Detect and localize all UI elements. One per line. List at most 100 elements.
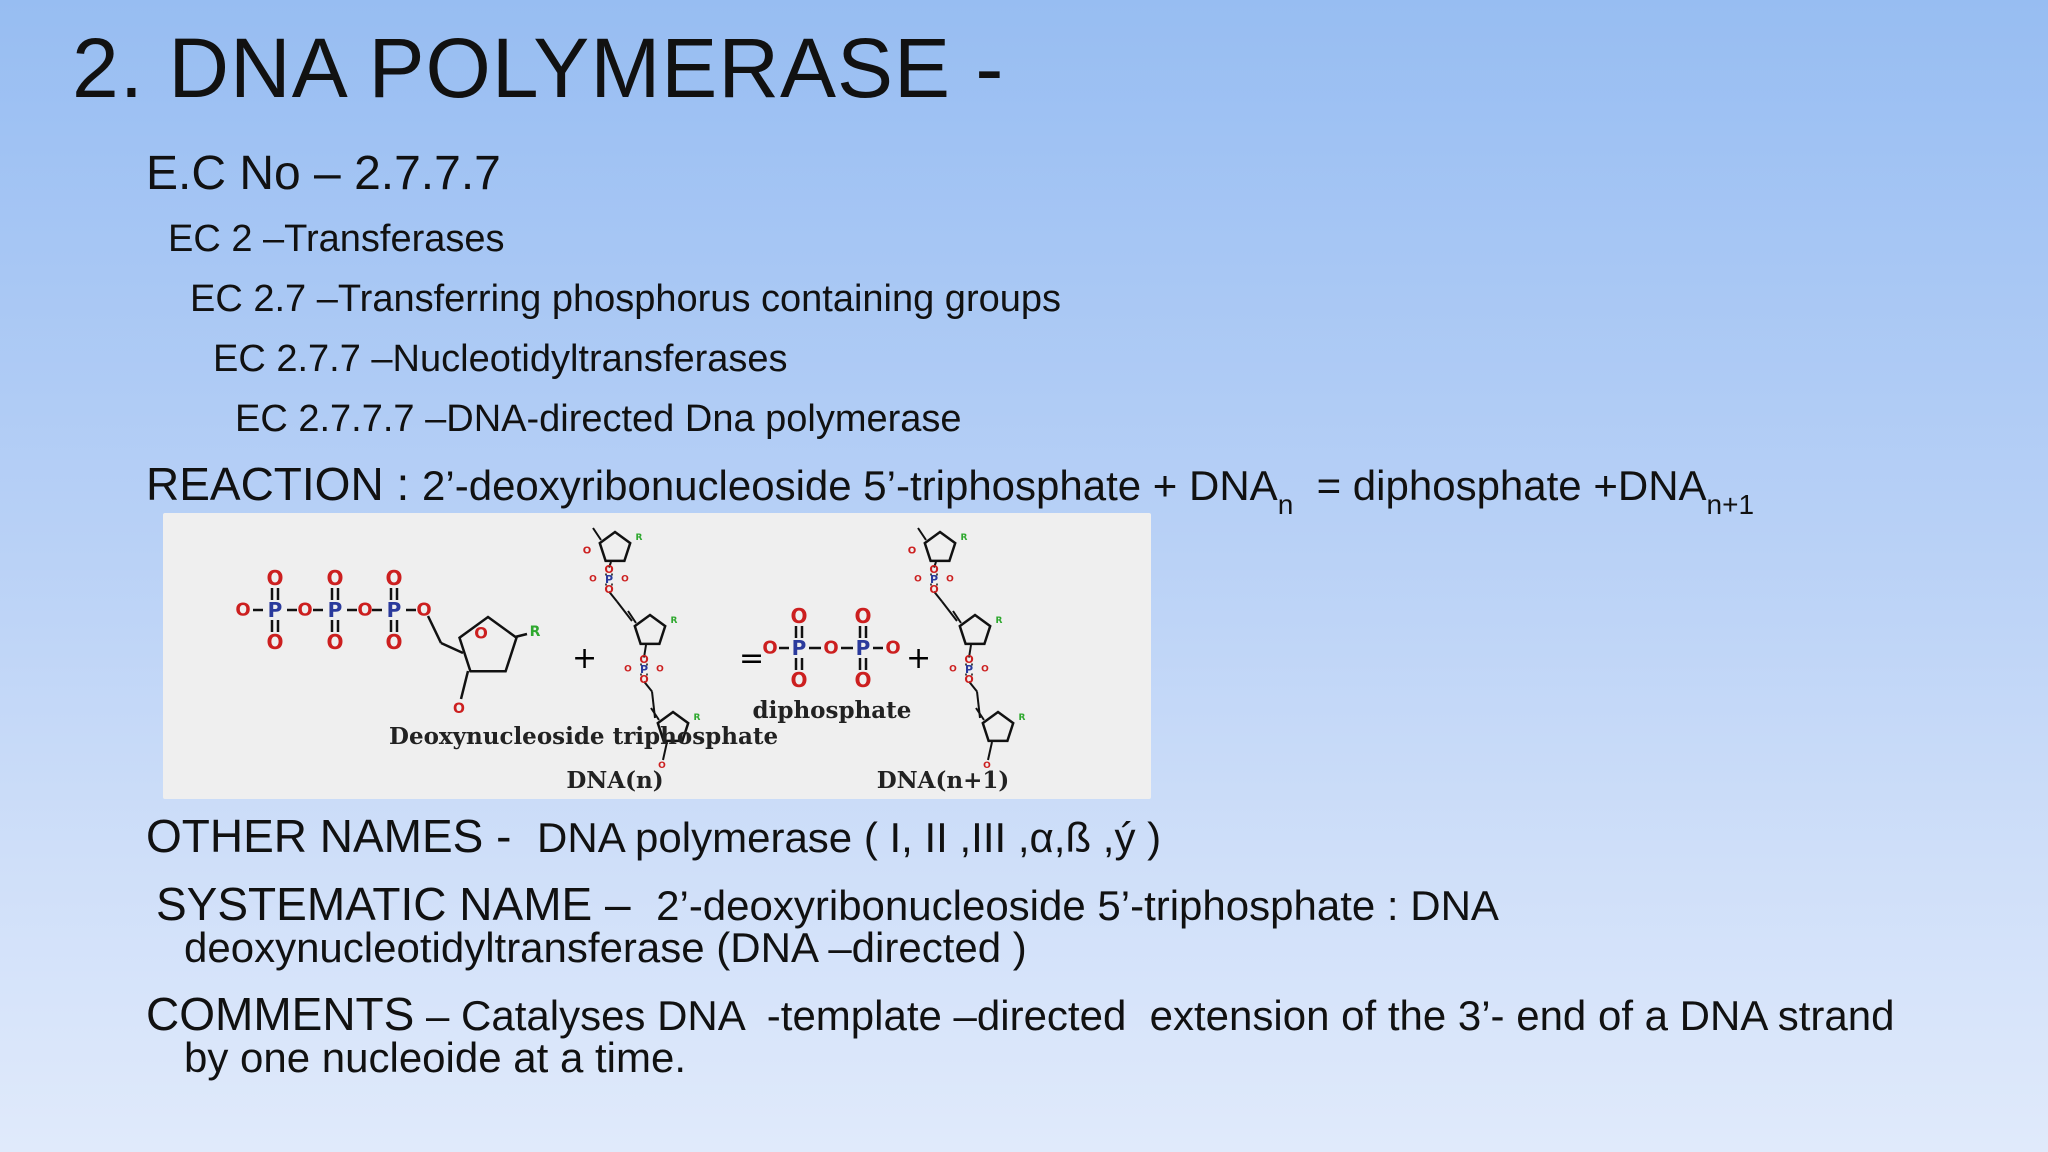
sugar-ring [981,710,1015,743]
oxygen-atom: O [266,566,283,590]
bond-line [616,600,633,622]
bond-line [426,615,443,644]
sugar-ring [958,613,992,646]
ec-class-2: EC 2 –Transferases [168,218,505,260]
sugar-ring [598,530,632,563]
oxygen-atom: O [604,563,613,576]
dna-n1-label: DNA(n+1) [877,767,1010,794]
base-atom: R [530,624,541,640]
comments-line: COMMENTS – Catalyses DNA -template –dire… [146,988,1894,1041]
oxygen-atom: O [639,653,648,666]
bond-line [650,707,660,721]
base-atom: R [694,713,701,723]
oxygen-atom: O [326,566,343,590]
oxygen-atom: O [854,604,871,628]
base-atom: R [996,616,1003,626]
ec-class-2-7: EC 2.7 –Transferring phosphorus containi… [190,278,1061,320]
oxygen-atom: O [357,600,372,621]
bond-line [941,600,958,622]
bond-line [933,561,937,568]
plus-operator-1: + [572,641,597,676]
oxygen-atom: O [964,653,973,666]
substrate-label: Deoxynucleoside triphosphate [389,723,778,750]
base-atom: R [671,616,678,626]
systematic-name-value-1: 2’-deoxyribonucleoside 5’-triphosphate :… [656,882,1499,929]
oxygen-atom: O [885,638,900,659]
ec-class-2-7-7-7: EC 2.7.7.7 –DNA-directed Dna polymerase [235,398,962,440]
oxygen-atom: O [385,630,402,654]
reaction-line: REACTION : 2’-deoxyribonucleoside 5’-tri… [146,458,1754,520]
ec-class-2-7-7: EC 2.7.7 –Nucleotidyltransferases [213,338,788,380]
phosphorus-atom: P [387,598,402,622]
oxygen-atom: O [326,630,343,654]
reaction-label: REACTION : [146,458,423,510]
phosphorus-atom: P [792,636,807,660]
bond-line [643,680,653,693]
oxygen-atom: O [790,604,807,628]
reaction-subscript-n: n [1277,489,1294,520]
bond-line [987,741,993,761]
diphosphate-label: diphosphate [753,697,912,724]
other-names-value: DNA polymerase ( I, II ,III ,α,ß ,ý ) [537,814,1162,861]
oxygen-atom: O [823,638,838,659]
sugar-ring [656,710,690,743]
bond-line [933,590,943,603]
oxygen-atom: O [266,630,283,654]
reaction-text-part1: 2’-deoxyribonucleoside 5’-triphosphate +… [422,462,1278,509]
reaction-text-part2: = diphosphate +DNA [1293,462,1707,509]
oxygen-atom: O [949,665,957,675]
bond-line [608,590,618,603]
phosphorus-atom: P [328,598,343,622]
bond-line [968,644,972,658]
phosphorus-atom: P [930,573,938,586]
equals-operator: = [739,641,764,676]
reaction-subscript-n1: n+1 [1706,489,1755,520]
phosphorus-atom: P [268,598,283,622]
oxygen-atom: O [297,600,312,621]
sugar-ring [923,530,957,563]
ring-oxygen-atom: O [474,624,488,643]
bond-line [440,641,464,655]
phosphorus-atom: P [605,573,613,586]
oxygen-atom: O [416,600,431,621]
bond-line [917,527,927,541]
bond-line [643,644,647,658]
oxygen-atom: O [981,665,989,675]
base-atom: R [1019,713,1026,723]
oxygen-atom: O [453,701,465,717]
plus-operator-2: + [906,641,931,676]
bond-line [459,670,470,700]
systematic-name-line: SYSTEMATIC NAME – 2’-deoxyribonucleoside… [156,878,1499,931]
oxygen-atom: O [983,761,991,771]
bond-line [968,680,978,693]
oxygen-atom: O [762,638,777,659]
oxygen-atom: O [658,761,666,771]
bond-line [592,527,602,541]
comments-value-2: by one nucleoide at a time. [184,1034,686,1081]
oxygen-atom: O [929,563,938,576]
oxygen-atom: O [656,665,664,675]
oxygen-atom: O [385,566,402,590]
systematic-name-value-2: deoxynucleotidyltransferase (DNA –direct… [184,924,1027,971]
oxygen-atom: O [914,575,922,585]
dna-n-label: DNA(n) [566,767,663,794]
slide-title: 2. DNA POLYMERASE - [72,21,1005,115]
oxygen-atom: O [583,546,592,557]
oxygen-atom: O [908,546,917,557]
ec-number: E.C No – 2.7.7.7 [146,147,501,200]
bond-lines [253,527,1015,761]
sugar-ring [458,615,518,673]
comments-label: COMMENTS [146,988,415,1040]
base-atom: R [961,533,968,543]
oxygen-atom: O [929,583,938,596]
phosphorus-atom: P [856,636,871,660]
oxygen-atom: O [964,673,973,686]
bond-line [514,632,528,639]
bond-line [608,561,612,568]
oxygen-atom: O [621,575,629,585]
base-atom: R [636,533,643,543]
oxygen-atom: O [235,600,250,621]
